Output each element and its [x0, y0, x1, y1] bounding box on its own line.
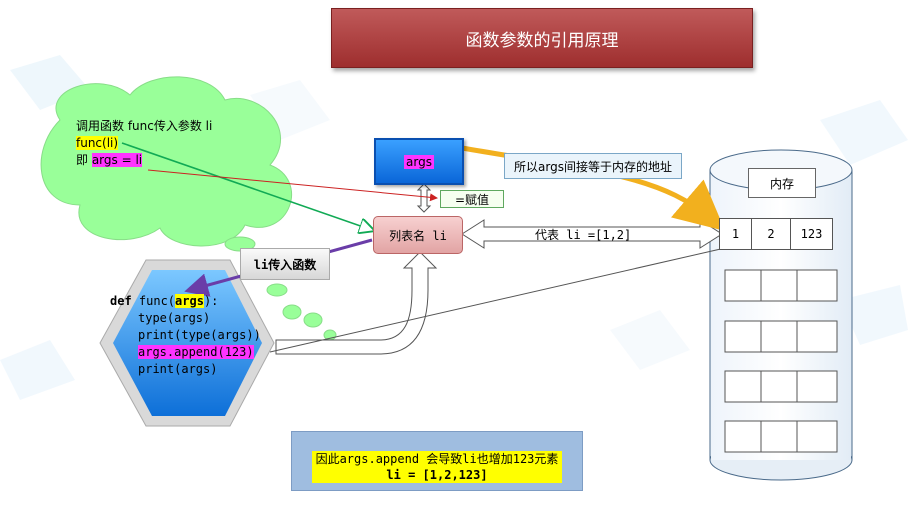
def-keyword: def	[110, 294, 132, 308]
append-code: args.append(123)	[138, 345, 254, 359]
signature-end: ):	[203, 294, 219, 308]
code-line-print: print(args)	[138, 362, 218, 376]
hexagon-to-list-curved-arrow	[275, 251, 438, 355]
memory-cell-value: 1	[719, 218, 752, 250]
param-args: args	[175, 294, 204, 308]
thought-cloud-shape	[40, 76, 337, 341]
assign-label: =赋值	[440, 190, 504, 208]
list-name-node: 列表名 li	[373, 216, 463, 254]
cloud-line-func: func(li)	[76, 135, 212, 152]
memory-empty-cells	[724, 269, 838, 453]
conclusion-box: 因此args.append 会导致li也增加123元素 li = [1,2,12…	[291, 431, 583, 491]
function-code-block: def func(args):type(args)print(type(args…	[110, 293, 261, 378]
cloud-to-list-green-arrow	[121, 142, 372, 230]
cloud-line-call: 调用函数 func传入参数 li	[76, 119, 213, 133]
memory-cell-value: 123	[790, 218, 833, 250]
args-address-callout: 所以args间接等于内存的地址	[504, 153, 682, 179]
page-title: 函数参数的引用原理	[331, 8, 753, 68]
args-assign-red-arrow	[147, 169, 438, 202]
function-hexagon-shape	[99, 259, 275, 427]
append-to-memory-arrow	[269, 229, 796, 353]
conclusion-line-2: li = [1,2,123]	[386, 468, 488, 482]
args-equals-li-code: args = li	[91, 153, 143, 167]
code-line-append: args.append(123)	[110, 344, 261, 361]
code-signature: def func(args):	[110, 293, 261, 310]
cloud-line-prefix: 即	[76, 153, 92, 167]
list-repr-label: 代表 li =[1,2]	[535, 228, 632, 242]
memory-cell-value: 2	[751, 218, 791, 250]
code-line-print-type: print(type(args))	[138, 328, 261, 342]
code-line-type: type(args)	[138, 311, 211, 325]
func-name: func(	[131, 294, 176, 308]
func-call-code: func(li)	[76, 136, 119, 150]
cloud-line-assign: 即 args = li	[76, 152, 212, 169]
memory-label: 内存	[748, 168, 816, 198]
li-pass-label: li传入函数	[240, 248, 330, 280]
assign-vertical-arrow	[416, 183, 432, 213]
cloud-caption: 调用函数 func传入参数 li func(li) 即 args = li	[76, 118, 212, 169]
conclusion-line-1: 因此args.append 会导致li也增加123元素	[315, 452, 559, 466]
args-node-label: args	[404, 154, 434, 169]
args-node: args	[374, 138, 464, 185]
conclusion-text: 因此args.append 会导致li也增加123元素 li = [1,2,12…	[312, 451, 562, 483]
decorative-background-cubes	[0, 55, 908, 400]
